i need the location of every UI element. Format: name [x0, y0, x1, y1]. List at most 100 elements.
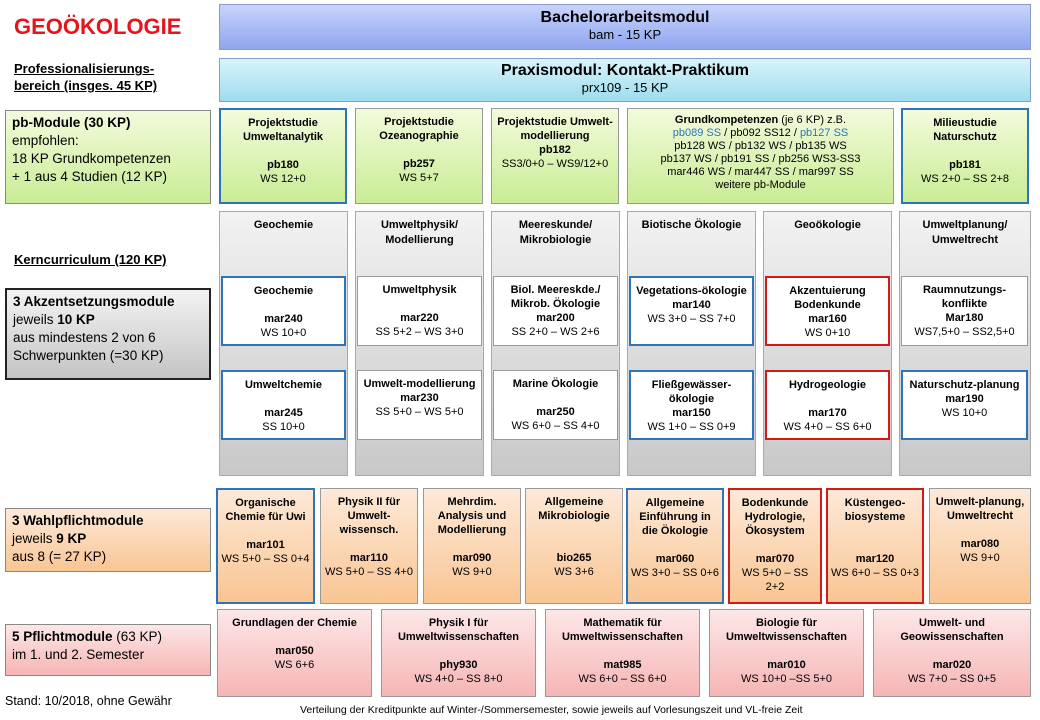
module-name: Umweltchemie: [244, 379, 323, 391]
module-code: mar245: [264, 407, 303, 419]
module-code: mat985: [603, 659, 642, 671]
professional-label: Professionalisierungs-bereich (insges. 4…: [14, 60, 184, 94]
module-code: bio265: [556, 552, 592, 564]
akzent-side-box: 3 Akzentsetzungsmodule jeweils 10 KP aus…: [5, 288, 211, 380]
grundkompetenzen-box: Grundkompetenzen (je 6 KP) z.B. pb089 SS…: [627, 108, 894, 204]
module-code: mar150: [672, 407, 711, 419]
module-code: mar090: [452, 552, 492, 564]
wahl-side-box: 3 Wahlpflichtmodule jeweils 9 KP aus 8 (…: [5, 508, 211, 572]
professional-label-kp: (insges. 45 KP): [63, 78, 158, 93]
module-name: Bodenkunde Hydrologie, Ökosystem: [741, 497, 809, 537]
pb-module-name: Projektstudie Ozeanographie: [379, 116, 459, 142]
module-sem: WS 1+0 – SS 0+9: [647, 421, 736, 433]
pflicht-module: Biologie für Umweltwissenschaften mar010…: [709, 609, 864, 697]
module-sem: WS 4+0 – SS 6+0: [783, 421, 872, 433]
module-code: mar080: [960, 538, 1000, 550]
column-head: Umweltplanung/ Umweltrecht: [922, 219, 1008, 246]
kern-label-kp: (120 KP): [114, 252, 167, 267]
module-name: Naturschutz-planung: [909, 379, 1020, 391]
pb-module-sem: WS 5+7: [399, 172, 439, 184]
wahl-module: Allgemeine Einführung in die Ökologie ma…: [626, 488, 724, 604]
module-sem: WS 0+10: [804, 327, 851, 339]
module-sem: WS 10+0: [941, 407, 988, 419]
gk-head-suffix: (je 6 KP) z.B.: [781, 114, 847, 126]
kern-label: Kerncurriculum (120 KP): [14, 251, 214, 268]
pb-module-2: Projektstudie Ozeanographie pb257 WS 5+7: [355, 108, 483, 204]
module-sem: WS 6+6: [274, 659, 315, 671]
akzent-side-line1: 3 Akzentsetzungsmodule: [13, 294, 175, 309]
bachelor-sub: bam - 15 KP: [588, 27, 662, 42]
wahl-module: Mehrdim. Analysis und Modellierung mar09…: [423, 488, 521, 604]
module-sem: WS 3+0 – SS 7+0: [647, 313, 736, 325]
module-code: mar070: [755, 553, 795, 565]
module-code: mar050: [275, 645, 314, 657]
module-name: Umwelt- und Geowissenschaften: [900, 617, 1004, 643]
wahl-module: Allgemeine Mikrobiologie bio265 WS 3+6: [525, 488, 623, 604]
module-name: Fließgewässer-ökologie: [651, 379, 732, 405]
module-code: mar230: [400, 392, 439, 404]
module-name: Vegetations-ökologie: [636, 285, 747, 297]
pb-module-sem: WS 2+0 – SS 2+8: [920, 173, 1010, 185]
akzent-module: Hydrogeologie mar170 WS 4+0 – SS 6+0: [765, 370, 890, 440]
pflicht-module: Umwelt- und Geowissenschaften mar020 WS …: [873, 609, 1031, 697]
module-code: mar060: [655, 553, 695, 565]
pb-module-name: Milieustudie Naturschutz: [933, 117, 997, 143]
gk-head: Grundkompetenzen: [674, 114, 779, 126]
pb-module-sem: WS 12+0: [260, 173, 306, 185]
module-name: Hydrogeologie: [788, 379, 866, 391]
pflicht-side-line1b: (63 KP): [112, 629, 163, 644]
akzent-side-line2b: 10 KP: [57, 312, 95, 327]
module-sem: WS7,5+0 – SS2,5+0: [914, 326, 1015, 338]
module-sem: WS 3+6: [554, 566, 594, 578]
module-code: mar250: [536, 406, 575, 418]
module-name: Mathematik für Umweltwissenschaften: [561, 617, 684, 643]
wahl-side-line2a: jeweils: [12, 531, 57, 546]
module-name: Allgemeine Einführung in die Ökologie: [639, 497, 711, 537]
module-sem: WS 3+0 – SS 0+6: [630, 567, 720, 579]
module-name: Mehrdim. Analysis und Modellierung: [437, 496, 507, 536]
module-sem: SS 10+0: [262, 421, 305, 433]
module-sem: WS 10+0: [260, 327, 307, 339]
module-sem: WS 5+0 – SS 0+4: [221, 553, 310, 565]
wahl-side-line2b: 9 KP: [56, 531, 87, 546]
pb-side-line3: 18 KP Grundkompetenzen: [12, 151, 171, 166]
module-name: Umwelt-planung, Umweltrecht: [935, 496, 1025, 522]
gk-line2: pb128 WS / pb132 WS / pb135 WS: [674, 140, 847, 152]
gk-link-pb089[interactable]: pb089 SS: [672, 127, 722, 139]
gk-line5: weitere pb-Module: [715, 179, 806, 191]
pb-module-code: pb182: [539, 144, 571, 156]
column-head: Meereskunde/ Mikrobiologie: [518, 219, 593, 246]
module-name: Organische Chemie für Uwi: [225, 497, 306, 523]
pb-module-name: Projektstudie Umweltanalytik: [242, 117, 324, 143]
module-sem: WS 4+0 – SS 8+0: [414, 673, 503, 685]
module-sem: WS 6+0 – SS 6+0: [578, 673, 667, 685]
module-name: Allgemeine Mikrobiologie: [538, 496, 610, 522]
pb-module-code: pb180: [267, 159, 299, 171]
module-code: mar101: [246, 539, 285, 551]
module-code: mar170: [808, 407, 847, 419]
pb-module-name: Projektstudie Umwelt-modellierung: [497, 116, 613, 142]
module-name: Physik I für Umweltwissenschaften: [397, 617, 520, 643]
column-head: Umweltphysik/ Modellierung: [380, 219, 459, 246]
module-name: Biologie für Umweltwissenschaften: [725, 617, 848, 643]
akzent-module: Umweltchemie mar245 SS 10+0: [221, 370, 346, 440]
pb-side-line1: pb-Module (30 KP): [12, 115, 131, 130]
module-sem: SS 5+0 – WS 5+0: [375, 406, 464, 418]
module-name: Raumnutzungs-konflikte: [922, 284, 1007, 310]
module-sem: WS 9+0: [452, 566, 492, 578]
wahl-module: Bodenkunde Hydrologie, Ökosystem mar070 …: [728, 488, 822, 604]
akzent-module: Geochemie mar240 WS 10+0: [221, 276, 346, 346]
module-code: mar200: [536, 312, 575, 324]
wahl-module: Küstengeo-biosysteme mar120 WS 6+0 – SS …: [826, 488, 924, 604]
wahl-module: Organische Chemie für Uwi mar101 WS 5+0 …: [216, 488, 315, 604]
pb-side-box: pb-Module (30 KP) empfohlen: 18 KP Grund…: [5, 110, 211, 204]
module-sem: WS 9+0: [960, 552, 1000, 564]
pflicht-side-box: 5 Pflichtmodule (63 KP) im 1. und 2. Sem…: [5, 624, 211, 676]
wahl-module: Umwelt-planung, Umweltrecht mar080 WS 9+…: [929, 488, 1031, 604]
praxis-module: Praxismodul: Kontakt-Praktikum prx109 - …: [219, 58, 1031, 102]
column-head: Biotische Ökologie: [641, 219, 742, 231]
bachelor-module: Bachelorarbeitsmodul bam - 15 KP: [219, 4, 1031, 50]
gk-link-pb127[interactable]: pb127 SS: [799, 127, 849, 139]
module-code: phy930: [439, 659, 478, 671]
akzent-module: Umwelt-modellierung mar230 SS 5+0 – WS 5…: [357, 370, 482, 440]
